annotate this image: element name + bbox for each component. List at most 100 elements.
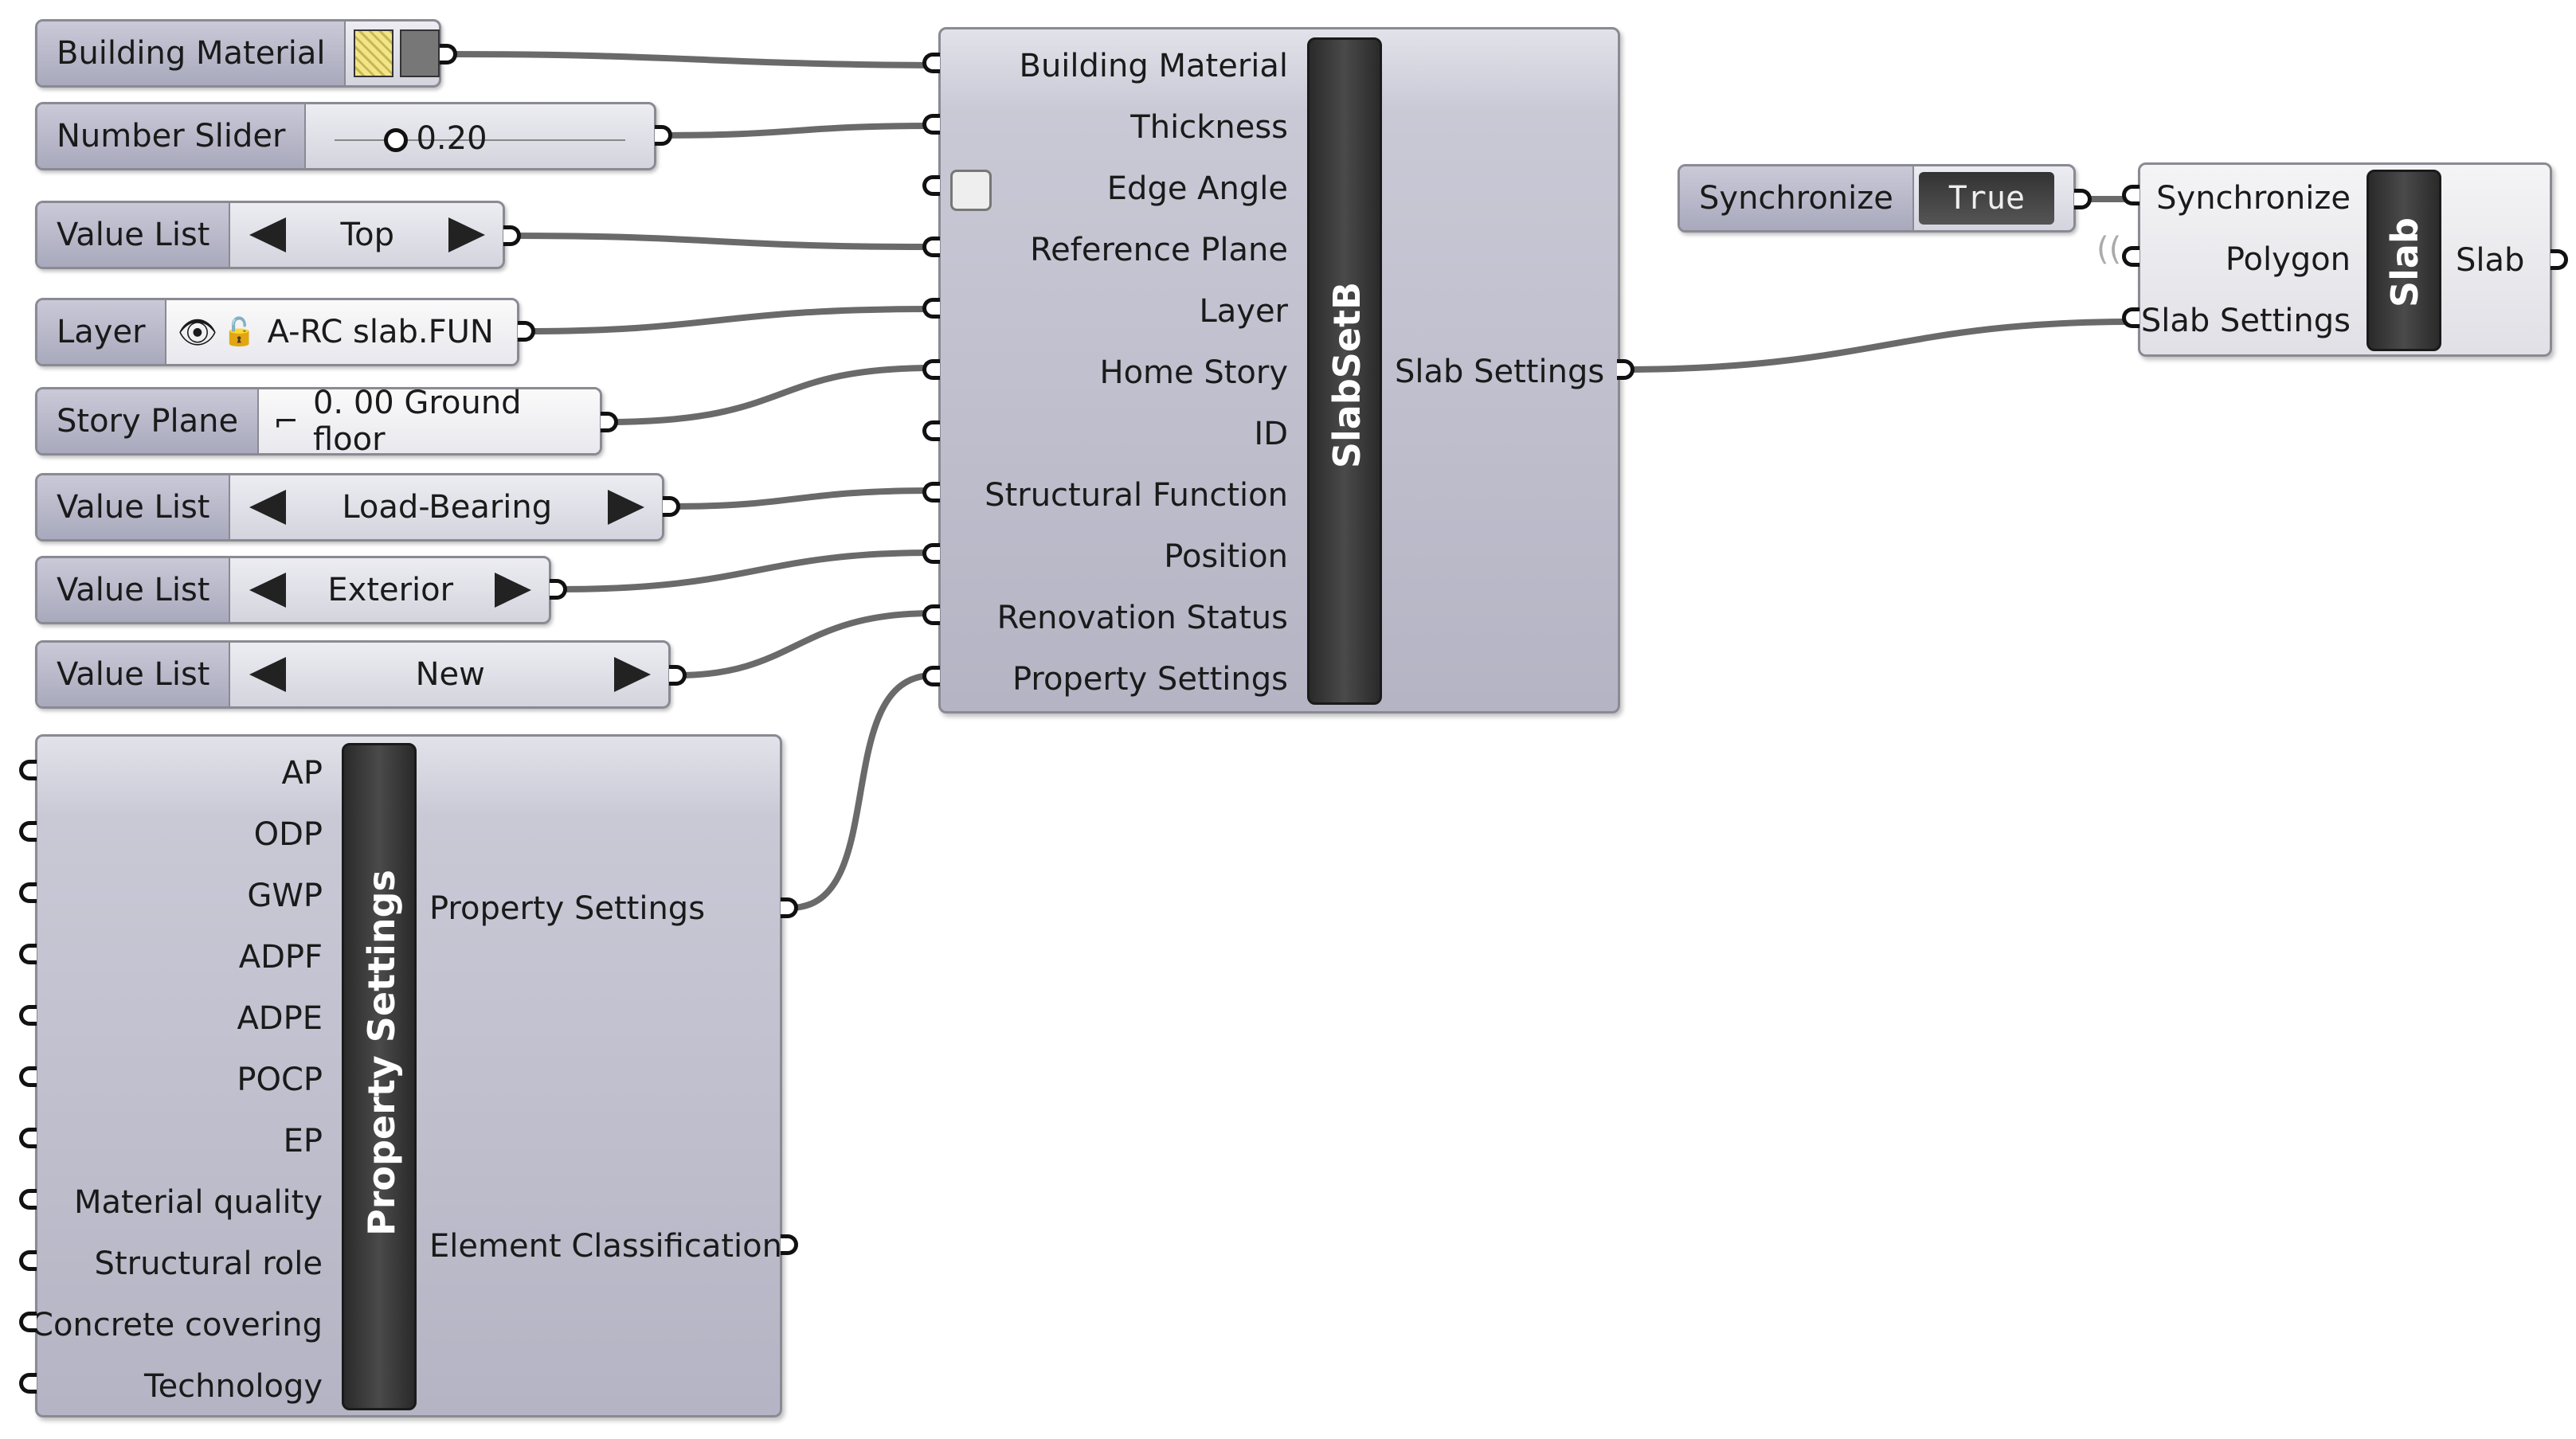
value-list-new-value: New xyxy=(415,656,485,693)
slabsetb-title: SlabSetB xyxy=(1325,281,1368,469)
slabsetb-input-position: Position xyxy=(1164,538,1288,575)
slabsetb-input-id: ID xyxy=(1254,416,1288,452)
ps-gwp-input-port[interactable] xyxy=(19,882,37,903)
synchronize-tag: Synchronize xyxy=(1680,166,1914,230)
value-list-top-value: Top xyxy=(340,217,394,253)
slabsetb-home-story-input-port[interactable] xyxy=(922,359,940,380)
slabsetb-title-bar[interactable]: SlabSetB xyxy=(1307,37,1382,705)
polygon-wireless-icon: (( xyxy=(2096,231,2122,268)
synchronize-output-port[interactable] xyxy=(2074,189,2092,209)
slab-title-bar[interactable]: Slab xyxy=(2367,170,2441,351)
ps-adpe-input-port[interactable] xyxy=(19,1005,37,1026)
slabsetb-input-thickness: Thickness xyxy=(1130,109,1288,146)
slabsetb-position-input-port[interactable] xyxy=(922,543,940,564)
ps-property-settings-output-port[interactable] xyxy=(781,897,798,918)
slab-settings-output-port[interactable] xyxy=(1617,359,1634,380)
story-plane-param[interactable]: Story Plane ⌐ 0. 00 Ground floor xyxy=(35,385,602,458)
property-settings-title-bar[interactable]: Property Settings xyxy=(342,743,417,1410)
ps-ap-input-port[interactable] xyxy=(19,760,37,780)
synchronize-value: True xyxy=(1948,180,2026,217)
value-list-top-output-port[interactable] xyxy=(503,225,521,246)
slab-input-polygon: Polygon xyxy=(2225,241,2351,278)
building-material-swatches[interactable] xyxy=(346,22,440,85)
slabsetb-layer-input-port[interactable] xyxy=(922,298,940,319)
story-plane-output-port[interactable] xyxy=(601,412,618,432)
building-material-tag: Building Material xyxy=(37,22,346,85)
slabsetb-building-material-input-port[interactable] xyxy=(922,53,940,73)
value-list-new[interactable]: Value List New xyxy=(35,640,671,709)
layer-param[interactable]: Layer 👁 🔓 A-RC slab.FUN xyxy=(35,298,519,366)
slabsetb-id-input-port[interactable] xyxy=(922,420,940,441)
slab-output-port[interactable] xyxy=(2551,249,2568,270)
wire-position xyxy=(554,549,937,592)
wire-slab-settings xyxy=(1617,319,2138,373)
number-slider[interactable]: Number Slider 0.20 xyxy=(35,102,656,170)
ps-input-odp: ODP xyxy=(253,816,323,853)
wire-thickness xyxy=(660,123,937,139)
lock-icon[interactable]: 🔓 xyxy=(222,316,256,348)
slab-polygon-input-port[interactable] xyxy=(2122,246,2139,267)
ps-material-quality-input-port[interactable] xyxy=(19,1189,37,1210)
ps-ep-input-port[interactable] xyxy=(19,1128,37,1148)
layer-output-port[interactable] xyxy=(518,321,535,342)
previous-arrow-icon[interactable] xyxy=(249,657,287,692)
value-list-ext-tag: Value List xyxy=(37,558,231,622)
ps-pocp-input-port[interactable] xyxy=(19,1066,37,1087)
number-slider-tag: Number Slider xyxy=(37,104,307,168)
building-material-param[interactable]: Building Material xyxy=(35,19,441,88)
ps-input-concrete-covering: Concrete covering xyxy=(31,1307,323,1343)
ps-structural-role-input-port[interactable] xyxy=(19,1250,37,1271)
slabsetb-renovation-status-input-port[interactable] xyxy=(922,604,940,625)
number-slider-output-port[interactable] xyxy=(655,125,672,146)
slabsetb-reference-plane-input-port[interactable] xyxy=(922,237,940,257)
slabsetb-input-renovation-status: Renovation Status xyxy=(996,600,1288,636)
next-arrow-icon[interactable] xyxy=(608,490,644,525)
wire-building-material xyxy=(444,51,937,68)
value-list-ext-output-port[interactable] xyxy=(550,579,567,600)
slabsetb-thickness-input-port[interactable] xyxy=(922,114,940,135)
ps-concrete-covering-input-port[interactable] xyxy=(19,1312,37,1332)
story-plane-icon: ⌐ xyxy=(273,404,299,439)
slider-track[interactable]: 0.20 xyxy=(306,104,654,168)
slab-slab-settings-input-port[interactable] xyxy=(2122,307,2139,328)
slab-input-slab-settings: Slab Settings xyxy=(2140,303,2351,339)
previous-arrow-icon[interactable] xyxy=(249,217,287,252)
ps-input-ap: AP xyxy=(281,755,323,792)
next-arrow-icon[interactable] xyxy=(495,573,531,608)
value-list-new-output-port[interactable] xyxy=(669,665,687,686)
slabsetb-property-settings-input-port[interactable] xyxy=(922,666,940,686)
ps-odp-input-port[interactable] xyxy=(19,821,37,842)
slab-synchronize-input-port[interactable] xyxy=(2122,185,2139,205)
next-arrow-icon[interactable] xyxy=(614,657,651,692)
value-list-top[interactable]: Value List Top xyxy=(35,201,505,269)
synchronize-toggle[interactable]: Synchronize True xyxy=(1678,164,2076,233)
value-list-load-bearing[interactable]: Value List Load-Bearing xyxy=(35,473,664,542)
slabsetb-output-label: Slab Settings xyxy=(1395,354,1605,390)
wire-property-settings xyxy=(787,672,937,911)
ps-adpf-input-port[interactable] xyxy=(19,944,37,964)
eye-icon[interactable]: 👁 xyxy=(177,314,218,351)
slider-knob-icon[interactable] xyxy=(384,128,409,152)
property-settings-title: Property Settings xyxy=(360,870,403,1236)
value-list-load-output-port[interactable] xyxy=(663,496,680,517)
synchronize-value-box[interactable]: True xyxy=(1918,172,2054,225)
edge-angle-toggle-icon[interactable] xyxy=(950,170,992,211)
slabsetb-edge-angle-input-port[interactable] xyxy=(922,175,940,196)
next-arrow-icon[interactable] xyxy=(448,217,485,252)
previous-arrow-icon[interactable] xyxy=(249,490,287,525)
slab-input-synchronize: Synchronize xyxy=(2156,180,2351,217)
value-list-top-tag: Value List xyxy=(37,203,231,267)
ps-technology-input-port[interactable] xyxy=(19,1373,37,1394)
ps-element-classification-output-port[interactable] xyxy=(781,1234,798,1255)
building-material-output-port[interactable] xyxy=(440,44,457,65)
gray-swatch-icon xyxy=(400,29,440,77)
slabsetb-structural-function-input-port[interactable] xyxy=(922,482,940,502)
ps-input-technology: Technology xyxy=(143,1368,323,1405)
previous-arrow-icon[interactable] xyxy=(249,573,287,608)
ps-input-pocp: POCP xyxy=(237,1062,323,1098)
value-list-exterior[interactable]: Value List Exterior xyxy=(35,556,551,624)
